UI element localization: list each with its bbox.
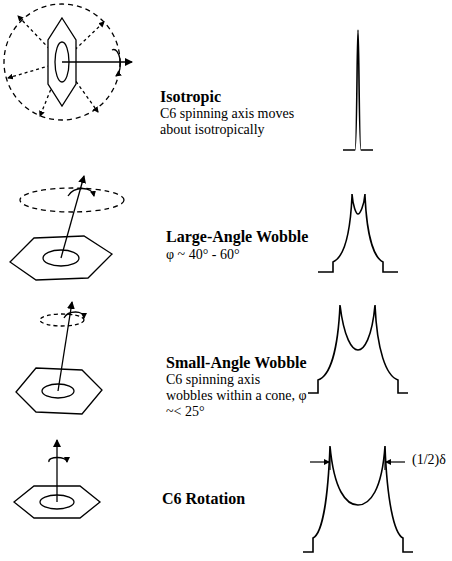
isotropic-molecule <box>4 4 132 120</box>
isotropic-spectrum <box>343 30 373 150</box>
splitting-marker <box>310 454 405 470</box>
motion-description: C6 spinning axis wobbles within a cone, … <box>166 372 308 420</box>
large-wobble-molecule <box>10 176 124 280</box>
angle-range: φ ~ 40° - 60° <box>166 247 240 263</box>
small-wobble-molecule <box>16 302 102 414</box>
motion-title: Isotropic <box>160 88 221 106</box>
motion-title: C6 Rotation <box>162 490 245 508</box>
splitting-label: (1/2)δ <box>412 452 446 468</box>
motion-description: C6 spinning axis moves about isotropical… <box>160 106 310 138</box>
c6-rotation-molecule <box>14 440 100 518</box>
motion-title: Small-Angle Wobble <box>166 354 307 372</box>
large-wobble-spectrum <box>318 194 398 272</box>
motion-title: Large-Angle Wobble <box>166 228 308 246</box>
c6-rotation-spectrum <box>303 446 413 552</box>
small-wobble-spectrum <box>308 305 408 393</box>
